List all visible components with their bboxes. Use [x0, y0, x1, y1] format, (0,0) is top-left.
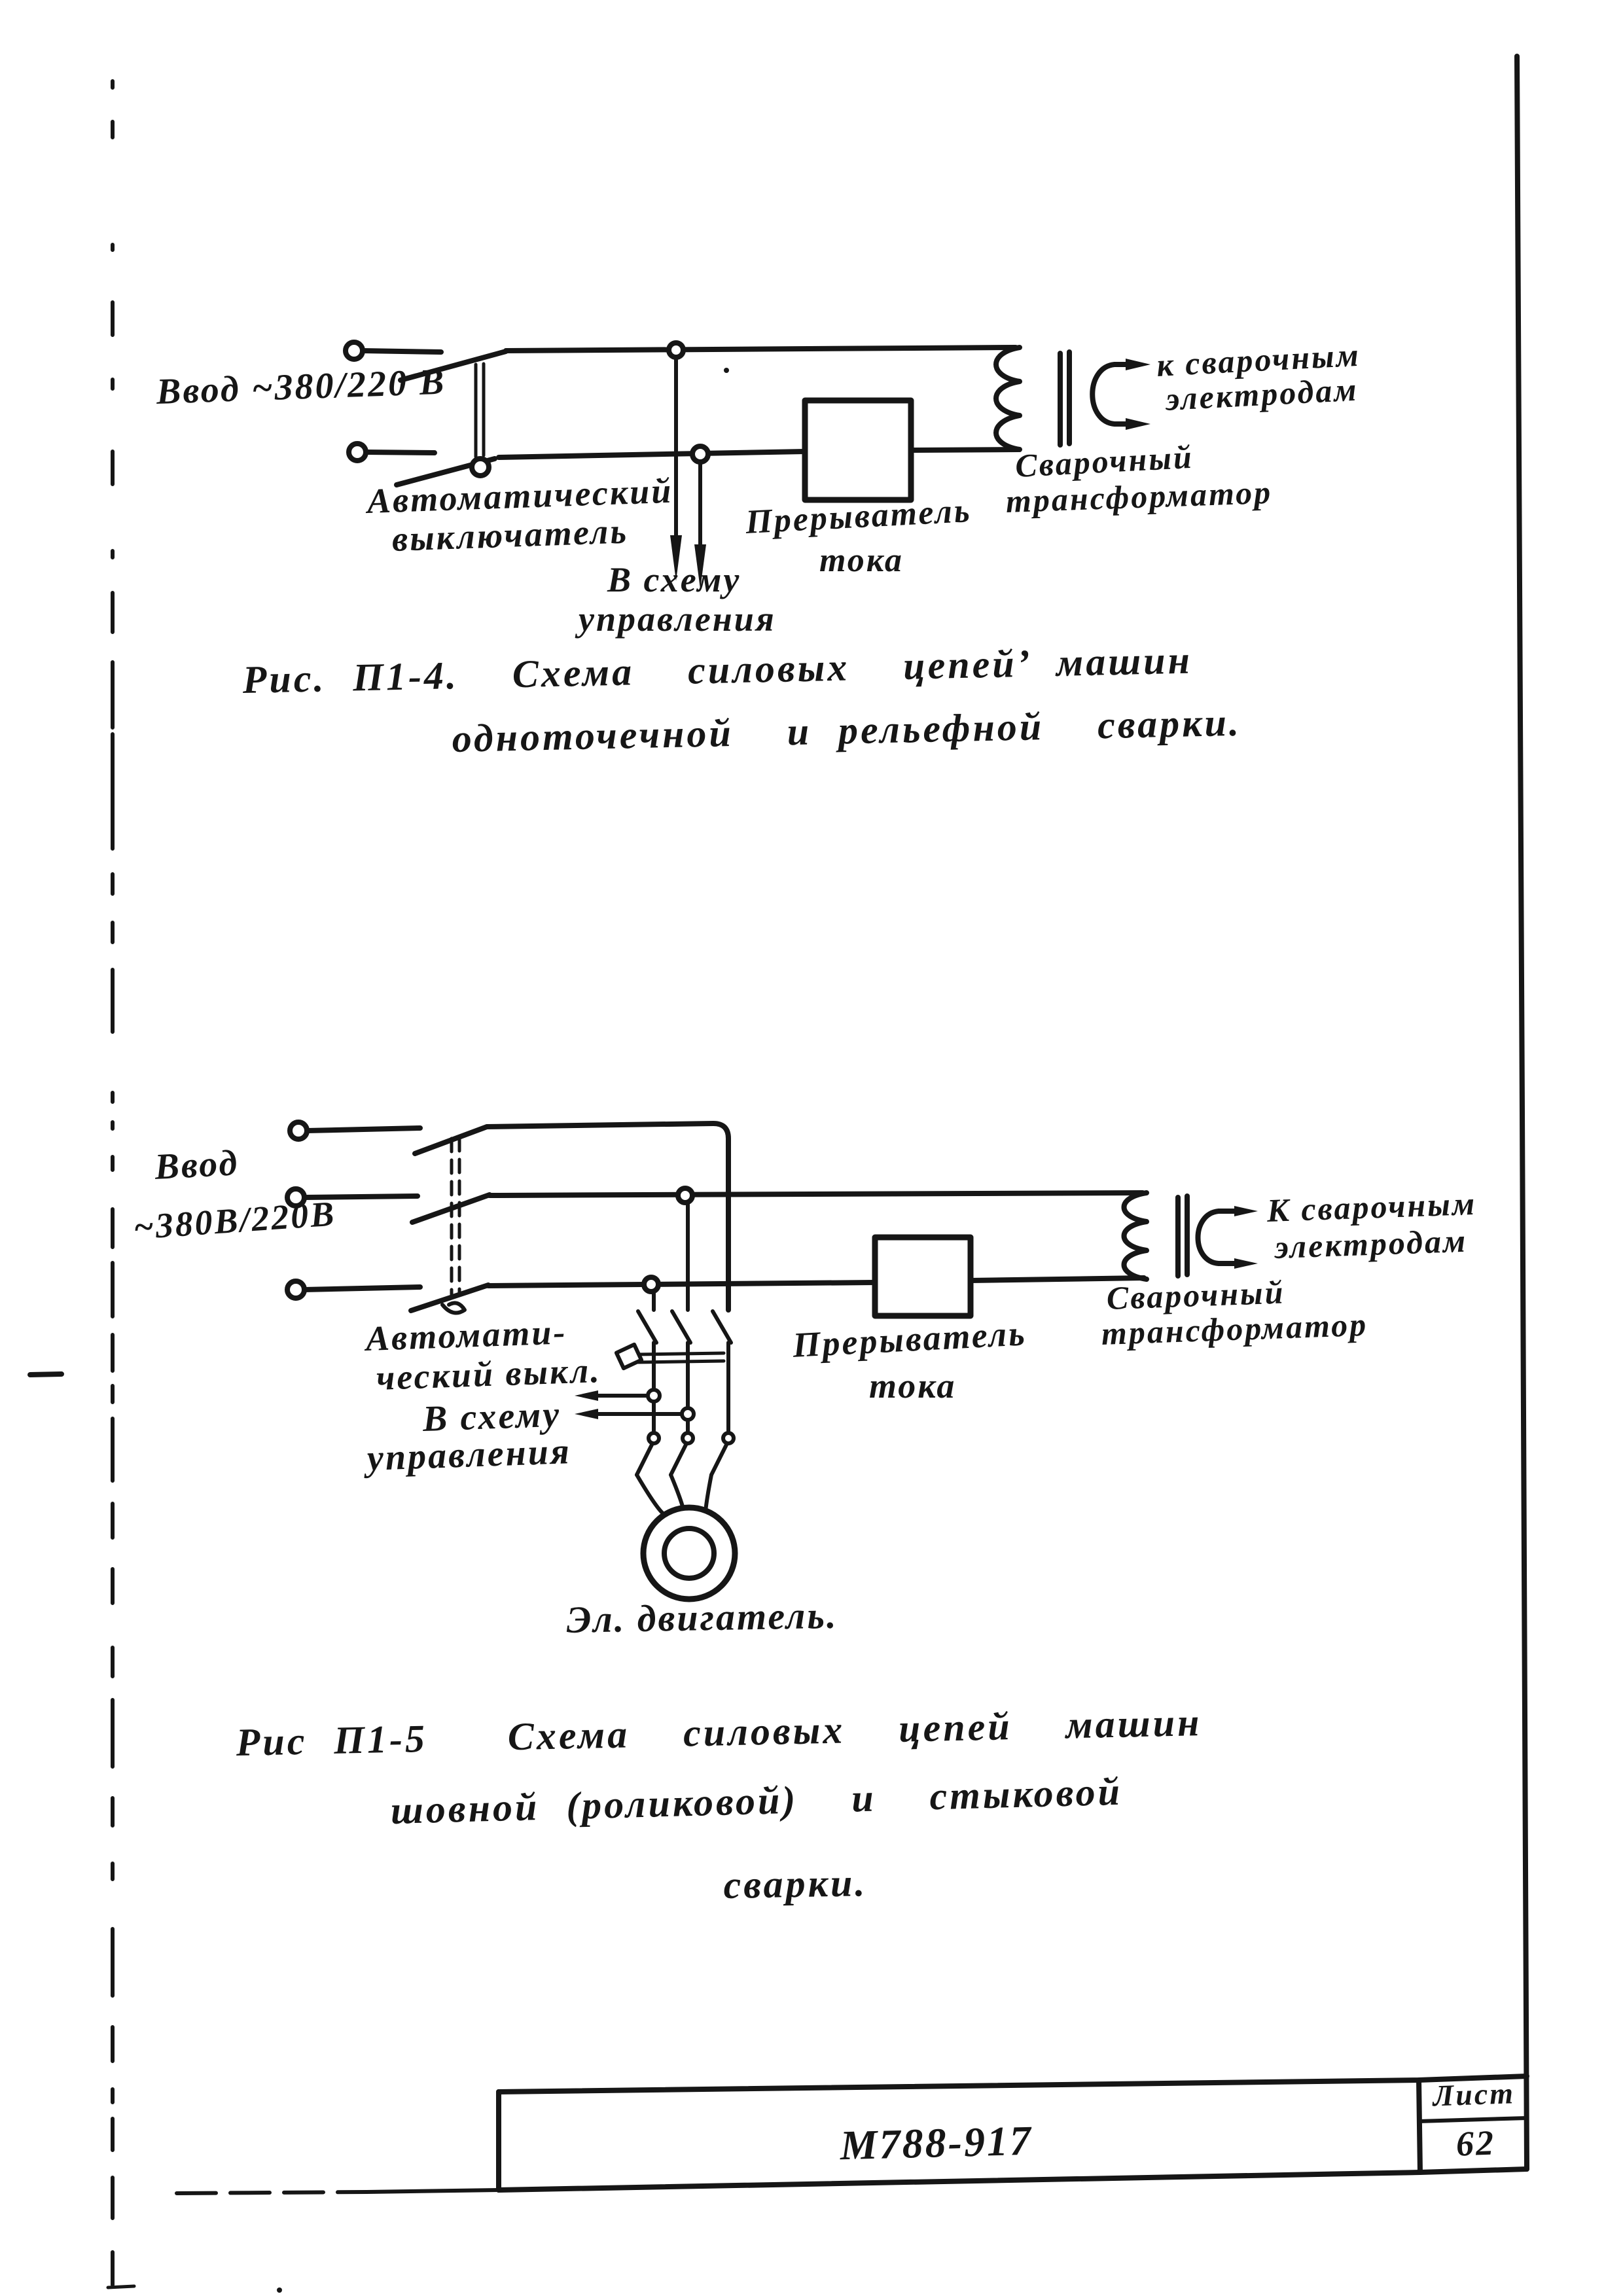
fig2-electrodes-label: К сварочным [1266, 1184, 1477, 1229]
fig2-feeds [302, 1125, 423, 1292]
fig1-interrupter-label-2: тока [819, 542, 904, 579]
fig1-control-label-2: управления [579, 599, 776, 639]
fig1-transformer-symbol [993, 345, 1150, 452]
doc-number: М788-917 [839, 2117, 1033, 2169]
fig2-rail-phaseB [487, 1190, 1145, 1198]
fig1-circuit [343, 340, 1150, 589]
sheet-label: Лист [1432, 2076, 1516, 2113]
fig2-caption-line3: сварки. [722, 1861, 868, 1907]
fig2-control-label-2: управления [366, 1431, 572, 1479]
fig2-electrodes-label-2: электродам [1274, 1222, 1469, 1265]
fig2-interrupter-label-2: тока [869, 1366, 957, 1405]
fig1-feed-bottom [364, 450, 437, 455]
fig2-contactor-symbol [575, 1309, 736, 1515]
ink-speck [724, 368, 729, 373]
fig2-motor-symbol [640, 1504, 738, 1602]
fig2-input-label: Ввод [153, 1142, 240, 1188]
page-right-border [1514, 54, 1529, 2172]
fig2-node-drops [652, 1201, 690, 1312]
fig2-breaker-symbol [408, 1124, 492, 1315]
title-block-frame [175, 2074, 1529, 2195]
page-left-margin-marks [27, 79, 282, 2293]
fig2-circuit [285, 1120, 1258, 1602]
fig2-breaker-label: Автомати- [365, 1312, 568, 1358]
fig1-rail-top [503, 345, 1018, 353]
fig2-breaker-label-2: ческий выкл. [375, 1351, 602, 1398]
fig1-interrupter-box [802, 397, 914, 503]
fig1-rail-bottom-left [496, 449, 808, 460]
fig2-node-phaseB [675, 1186, 695, 1205]
fig2-interrupter-box [872, 1234, 974, 1319]
fig1-node-bottom [690, 444, 711, 465]
fig2-node-phaseC [641, 1275, 661, 1294]
fig2-transformer-symbol [1121, 1190, 1258, 1282]
fig1-node-top [666, 340, 686, 360]
fig2-rail-phaseC [486, 1275, 1147, 1288]
sheet-number: 62 [1455, 2123, 1496, 2164]
fig1-breaker-label-2: выключатель [391, 511, 629, 559]
fig2-input-terminal-icons [285, 1120, 310, 1301]
fig1-feed-top [360, 348, 444, 355]
fig2-motor-label: Эл. двигатель. [565, 1593, 838, 1641]
fig1-control-arrow-icons [670, 355, 706, 589]
fig1-control-label: В схему [607, 560, 741, 599]
fig1-breaker-symbol [394, 349, 508, 487]
fig2-rail-phaseA [484, 1121, 731, 1313]
